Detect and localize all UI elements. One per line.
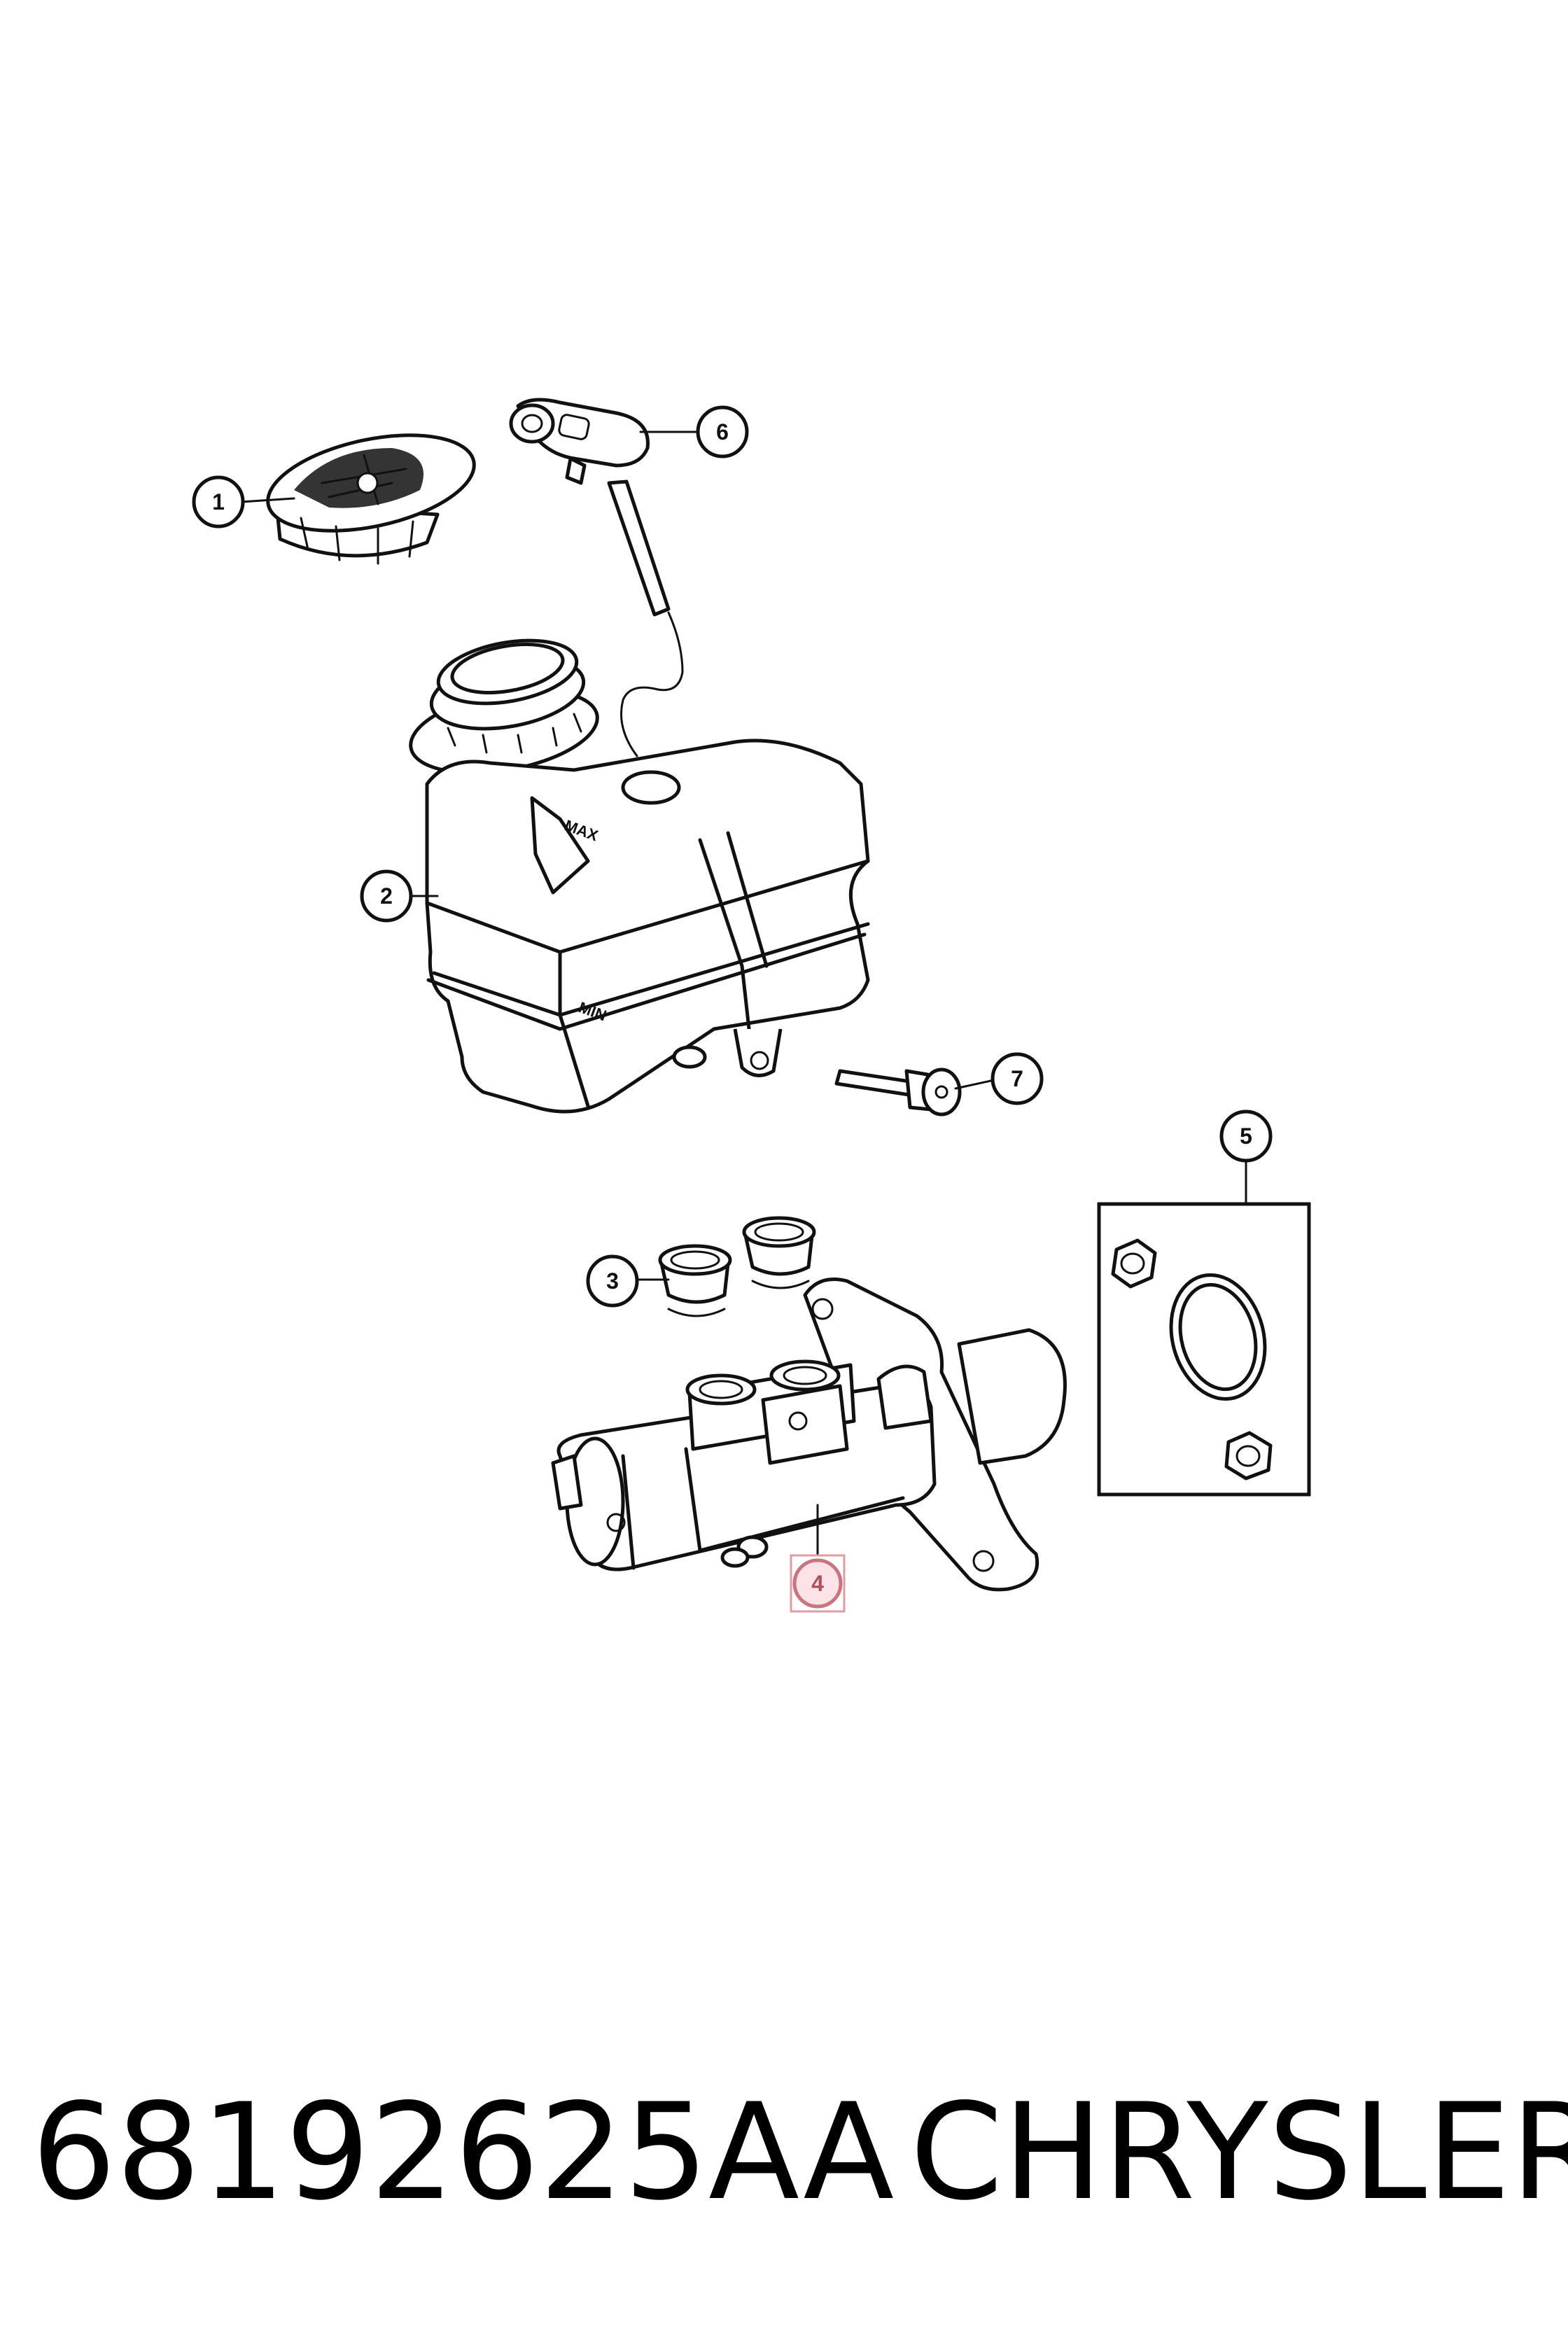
fluid-level-sensor bbox=[509, 398, 684, 757]
callout-5[interactable]: 5 bbox=[1219, 1110, 1273, 1163]
part-number: 68192625AA bbox=[31, 2075, 895, 2230]
fluid-reservoir: MAX MIN bbox=[409, 638, 870, 1114]
callout-5-label: 5 bbox=[1240, 1124, 1252, 1149]
callout-4-label: 4 bbox=[811, 1571, 824, 1596]
callout-1[interactable]: 1 bbox=[192, 475, 245, 528]
callout-2[interactable]: 2 bbox=[360, 869, 413, 923]
callout-7[interactable]: 7 bbox=[990, 1052, 1044, 1105]
brand-name: CHRYSLER bbox=[910, 2075, 1568, 2230]
retaining-pin bbox=[834, 1068, 962, 1116]
callout-6-label: 6 bbox=[716, 419, 729, 444]
callout-1-label: 1 bbox=[212, 489, 225, 514]
callout-4[interactable]: 4 bbox=[790, 1554, 846, 1613]
callout-2-label: 2 bbox=[380, 883, 393, 909]
leader-lines bbox=[240, 430, 1247, 1555]
reservoir-grommets bbox=[658, 1216, 816, 1317]
master-cylinder bbox=[551, 1278, 1067, 1592]
callout-7-label: 7 bbox=[1011, 1066, 1023, 1091]
reservoir-cap bbox=[266, 433, 476, 565]
callout-3[interactable]: 3 bbox=[586, 1254, 639, 1308]
hardware-kit bbox=[1097, 1202, 1311, 1497]
callout-3-label: 3 bbox=[606, 1268, 619, 1294]
callout-6[interactable]: 6 bbox=[696, 405, 749, 458]
